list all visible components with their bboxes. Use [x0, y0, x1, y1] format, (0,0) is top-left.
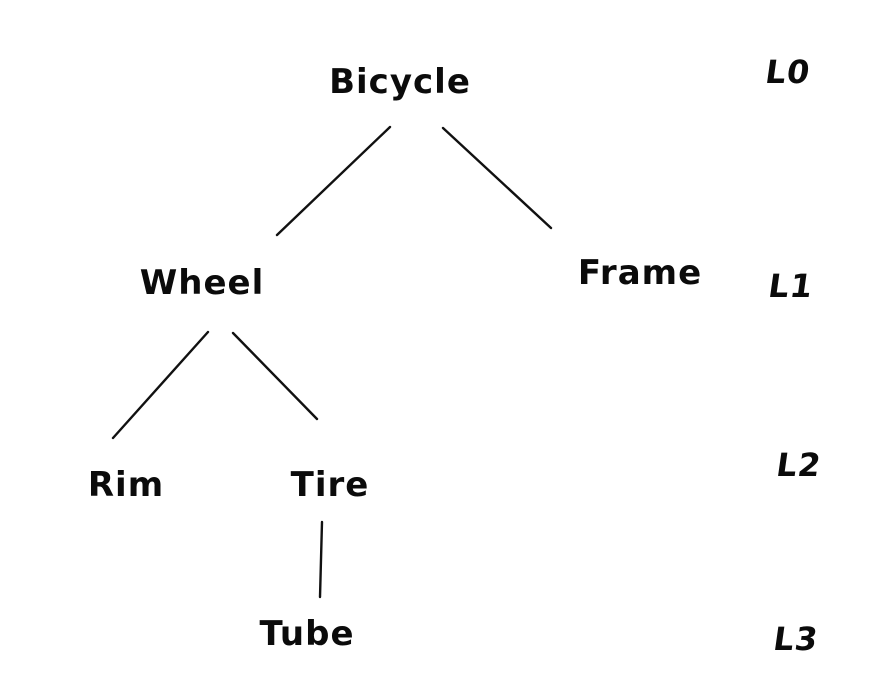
node-bicycle: Bicycle	[329, 62, 471, 102]
level-label-l3: L3	[771, 620, 821, 658]
edge-bicycle-frame	[441, 126, 553, 230]
node-rim: Rim	[87, 465, 165, 505]
node-tire: Tire	[290, 465, 370, 505]
edge-wheel-tire	[231, 331, 319, 421]
level-label-l1: L1	[766, 267, 816, 305]
level-label-l0: L0	[763, 53, 813, 91]
edge-wheel-rim	[111, 330, 210, 440]
level-label-l2: L2	[774, 446, 824, 484]
edge-tire-tube	[318, 520, 324, 599]
node-tube: Tube	[259, 614, 355, 654]
node-frame: Frame	[577, 253, 703, 293]
node-wheel: Wheel	[139, 263, 265, 303]
edge-bicycle-wheel	[275, 125, 392, 237]
